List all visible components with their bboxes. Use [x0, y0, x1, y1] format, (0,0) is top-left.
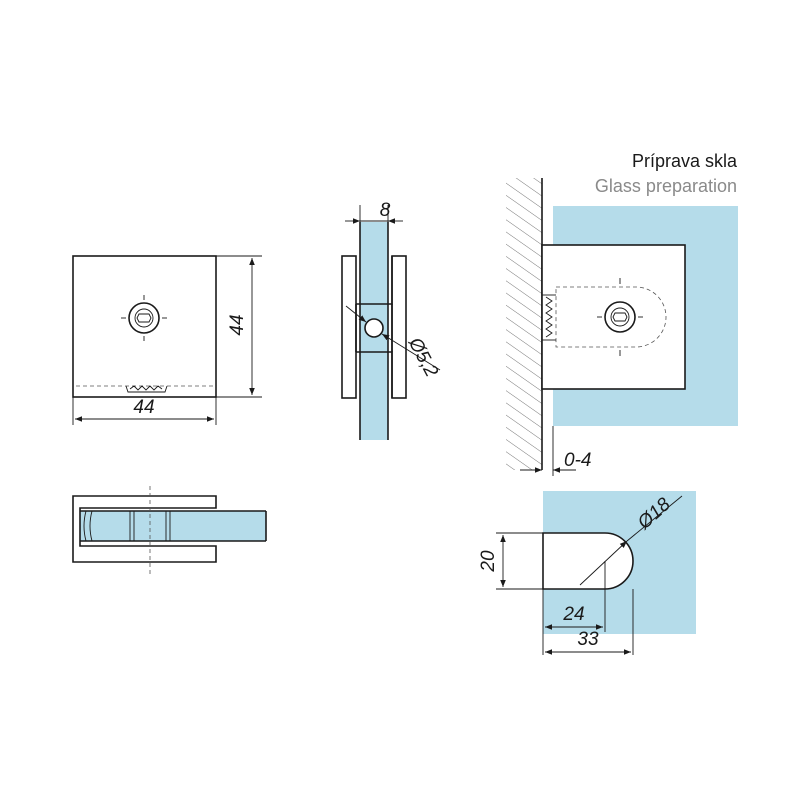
dim-cutout-24: 24: [562, 604, 584, 625]
side-view: 8 Ø5,2: [341, 200, 442, 440]
title-main: Príprava skla: [632, 151, 738, 171]
screw-icon: [121, 295, 167, 341]
dim-side-hole: Ø5,2: [403, 333, 442, 380]
wall-hatch: [506, 178, 542, 470]
dim-front-height: 44: [227, 314, 248, 335]
cutout-view: 20 Ø18 24 33: [478, 491, 696, 655]
front-view: 44 44: [72, 255, 262, 425]
dim-cutout-height: 20: [478, 550, 499, 573]
installed-view: 0-4: [506, 178, 738, 476]
front-plate: [72, 255, 217, 398]
dim-cutout-33: 33: [577, 629, 599, 650]
dim-front-width: 44: [133, 397, 154, 418]
dim-wall-gap: 0-4: [564, 450, 591, 471]
title-sub: Glass preparation: [595, 176, 737, 196]
dim-side-thickness: 8: [380, 200, 391, 221]
screw-icon: [597, 278, 643, 356]
top-view: [72, 486, 267, 574]
glass-panel-top: [80, 511, 266, 541]
glass-hole: [364, 318, 384, 338]
glass-cutout: [542, 532, 634, 590]
